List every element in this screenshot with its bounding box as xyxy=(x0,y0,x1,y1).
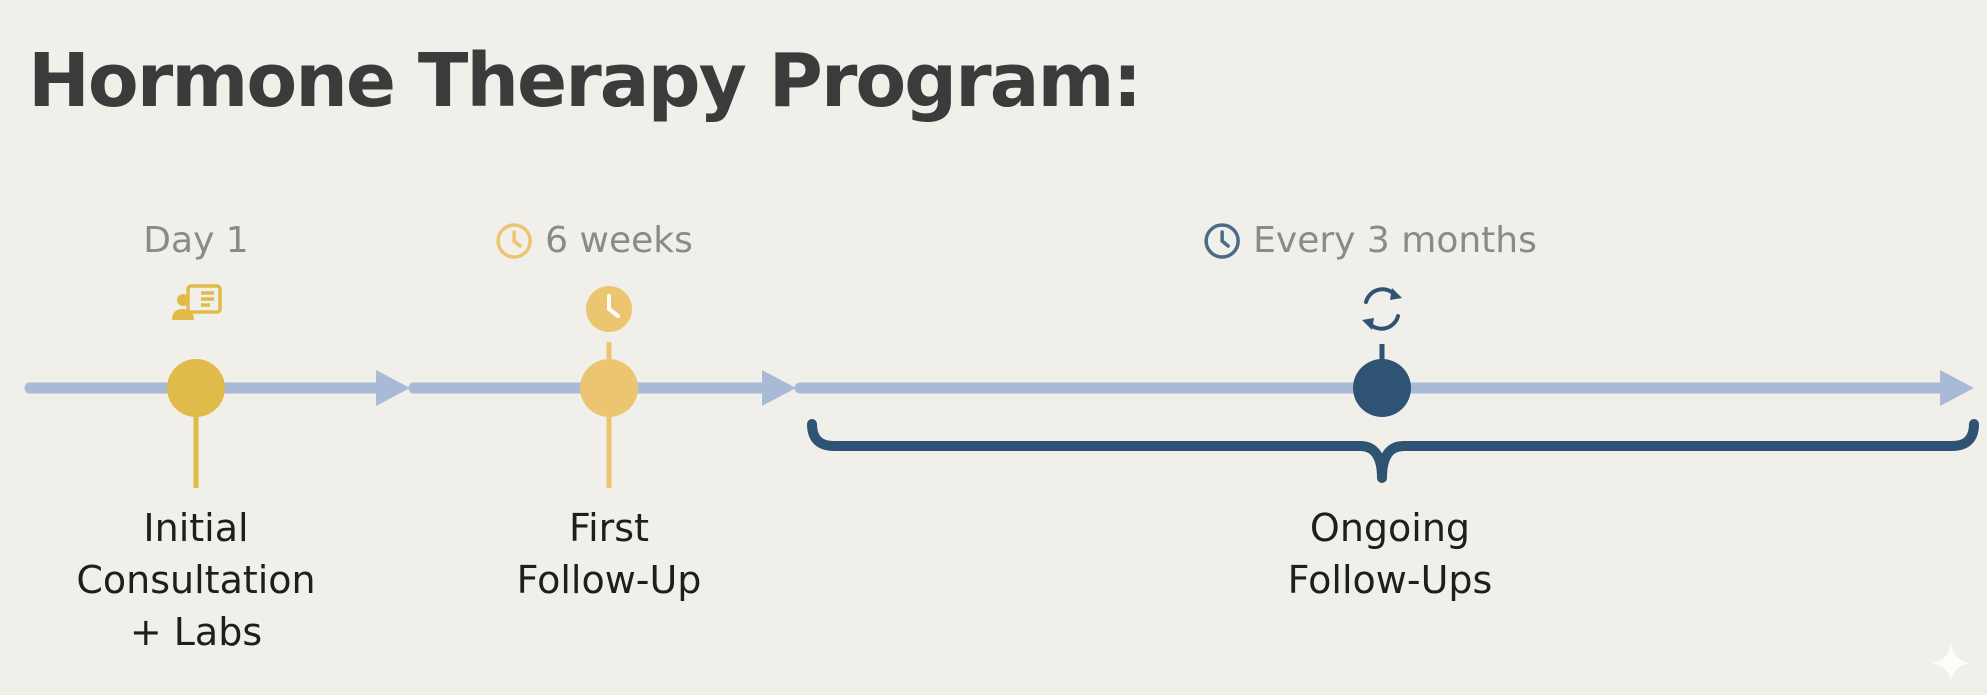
clock-icon xyxy=(1203,222,1241,260)
timeline-arrowhead-1 xyxy=(376,370,410,406)
milestone-1-time-text: Day 1 xyxy=(143,220,249,261)
milestone-2-marker xyxy=(580,286,638,488)
sparkle-icon xyxy=(1929,641,1973,685)
clock-icon xyxy=(586,286,632,332)
milestone-3-time-text: Every 3 months xyxy=(1253,220,1537,261)
milestone-1-marker xyxy=(167,284,225,488)
milestone-2-label-line-2: Follow-Up xyxy=(516,558,702,602)
milestone-3-label-line-1: Ongoing xyxy=(1309,506,1471,550)
milestone-3-time: Every 3 months xyxy=(1203,220,1537,261)
milestone-2-time: 6 weeks xyxy=(495,220,693,261)
milestone-3-dot xyxy=(1353,359,1411,417)
page-title: Hormone Therapy Program: xyxy=(28,38,1142,124)
milestone-1-time: Day 1 xyxy=(143,220,248,261)
milestone-1-label-line-1: Initial xyxy=(143,506,249,550)
milestone-2-dot xyxy=(580,359,638,417)
refresh-icon xyxy=(1362,287,1402,331)
milestone-2-label: First Follow-Up xyxy=(517,502,702,606)
consultation-icon xyxy=(172,284,222,320)
milestone-2-label-line-1: First xyxy=(569,506,649,550)
timeline-arrowhead-2 xyxy=(762,370,796,406)
milestone-1-dot xyxy=(167,359,225,417)
milestone-2-time-text: 6 weeks xyxy=(545,220,693,261)
timeline-track xyxy=(24,370,1974,406)
milestone-3-label-line-2: Follow-Ups xyxy=(1287,558,1493,602)
milestone-1-label-line-2: Consultation xyxy=(76,558,316,602)
milestone-1-label-line-3: + Labs xyxy=(129,610,263,654)
ongoing-bracket xyxy=(807,419,1979,483)
timeline-arrowhead-3 xyxy=(1940,370,1974,406)
clock-icon xyxy=(495,222,533,260)
milestone-3-marker xyxy=(1353,287,1411,417)
milestone-1-label: Initial Consultation + Labs xyxy=(76,502,315,658)
milestone-3-label: Ongoing Follow-Ups xyxy=(1288,502,1493,606)
